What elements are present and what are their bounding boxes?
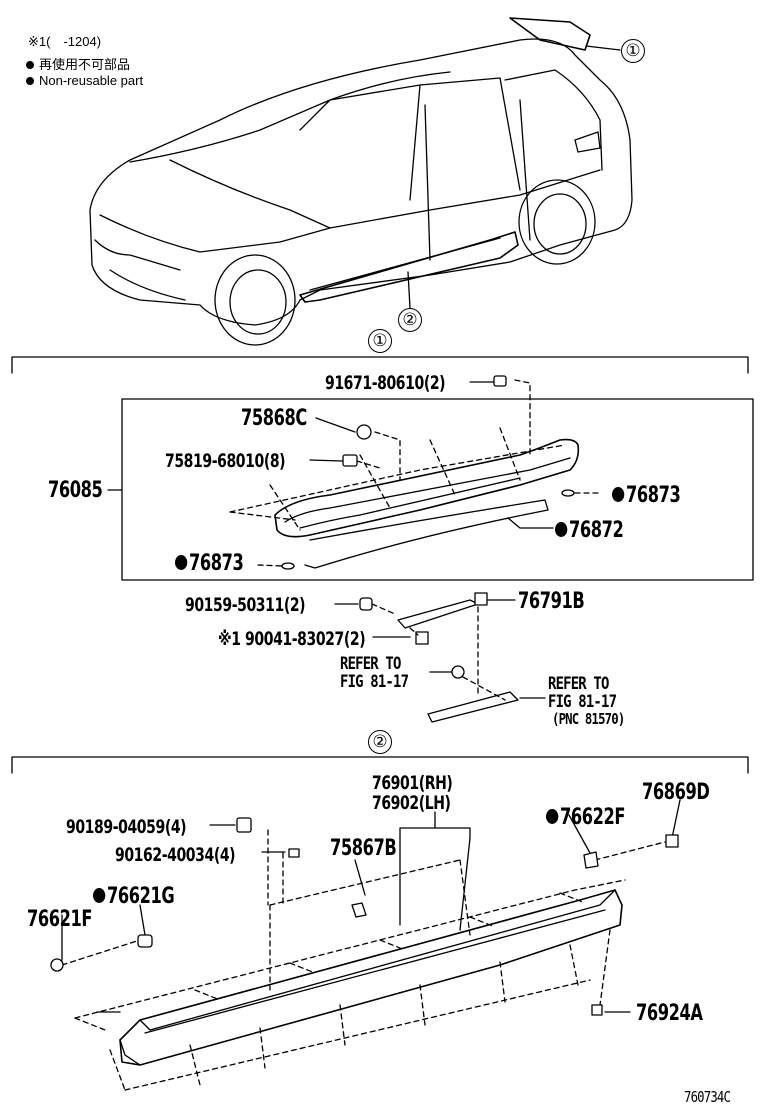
- part-75868C[interactable]: 75868C: [241, 406, 307, 431]
- bullet-icon: [26, 60, 34, 69]
- non-reusable-dot-icon: [175, 554, 188, 570]
- figure-id: 760734C: [684, 1088, 731, 1106]
- legend-mark-note: ※1( -1204): [28, 34, 102, 49]
- part-76621F[interactable]: 76621F: [27, 907, 93, 932]
- part-90041-text: 90041-83027(2): [245, 628, 366, 650]
- part-76873-right-text: 76873: [625, 483, 681, 508]
- part-90041-mark: ※1: [218, 628, 241, 650]
- non-reusable-dot-icon: [93, 887, 106, 903]
- section-1-marker: ①: [368, 329, 392, 353]
- callout-2-car: ②: [398, 308, 422, 332]
- part-76085[interactable]: 76085: [48, 478, 103, 503]
- part-75819-68010[interactable]: 75819-68010(8): [165, 450, 286, 472]
- part-76872-text: 76872: [568, 518, 624, 543]
- part-90189-04059[interactable]: 90189-04059(4): [66, 816, 187, 838]
- legend-en-note: Non-reusable part: [26, 73, 143, 88]
- refer-fig-right-line2: FIG 81-17: [548, 692, 617, 712]
- part-76622F[interactable]: 76622F: [546, 805, 625, 830]
- refer-fig-left-line1: REFER TO: [340, 654, 401, 674]
- part-75867B[interactable]: 75867B: [330, 836, 397, 861]
- rocker-panel-illustration: [119, 889, 623, 1066]
- refer-fig-left-line2: FIG 81-17: [340, 672, 409, 692]
- part-76621G[interactable]: 76621G: [93, 884, 175, 909]
- refer-fig-right-line1: REFER TO: [548, 674, 609, 694]
- part-90159-50311[interactable]: 90159-50311(2): [185, 594, 306, 616]
- bullet-icon: [26, 76, 34, 85]
- part-76902-LH[interactable]: 76902(LH): [372, 792, 451, 814]
- part-76872[interactable]: 76872: [555, 518, 624, 543]
- part-90162-40034[interactable]: 90162-40034(4): [115, 844, 236, 866]
- part-76873-left-text: 76873: [188, 551, 244, 576]
- part-76901-RH[interactable]: 76901(RH): [372, 772, 453, 794]
- part-76622F-text: 76622F: [559, 805, 626, 830]
- section-2-marker: ②: [368, 730, 392, 754]
- callout-1-car: ①: [621, 39, 645, 63]
- part-76621G-text: 76621G: [106, 884, 175, 909]
- part-90041-83027[interactable]: ※1 90041-83027(2): [218, 628, 366, 650]
- legend-jp-text: 再使用不可部品: [39, 57, 131, 72]
- spoiler-illustration: [274, 438, 580, 569]
- part-91671-80610[interactable]: 91671-80610(2): [325, 372, 446, 394]
- refer-fig-right-line3: (PNC 81570): [552, 710, 625, 728]
- legend-en-text: Non-reusable part: [39, 73, 144, 88]
- part-76873-right[interactable]: 76873: [612, 483, 681, 508]
- part-76924A[interactable]: 76924A: [636, 1001, 703, 1026]
- non-reusable-dot-icon: [612, 486, 625, 502]
- part-76873-left[interactable]: 76873: [175, 551, 244, 576]
- part-76869D[interactable]: 76869D: [642, 780, 710, 805]
- non-reusable-dot-icon: [555, 521, 568, 537]
- vehicle-illustration: [89, 17, 633, 346]
- legend-jp-note: 再使用不可部品: [26, 54, 130, 73]
- part-76791B[interactable]: 76791B: [518, 589, 585, 614]
- non-reusable-dot-icon: [546, 808, 559, 824]
